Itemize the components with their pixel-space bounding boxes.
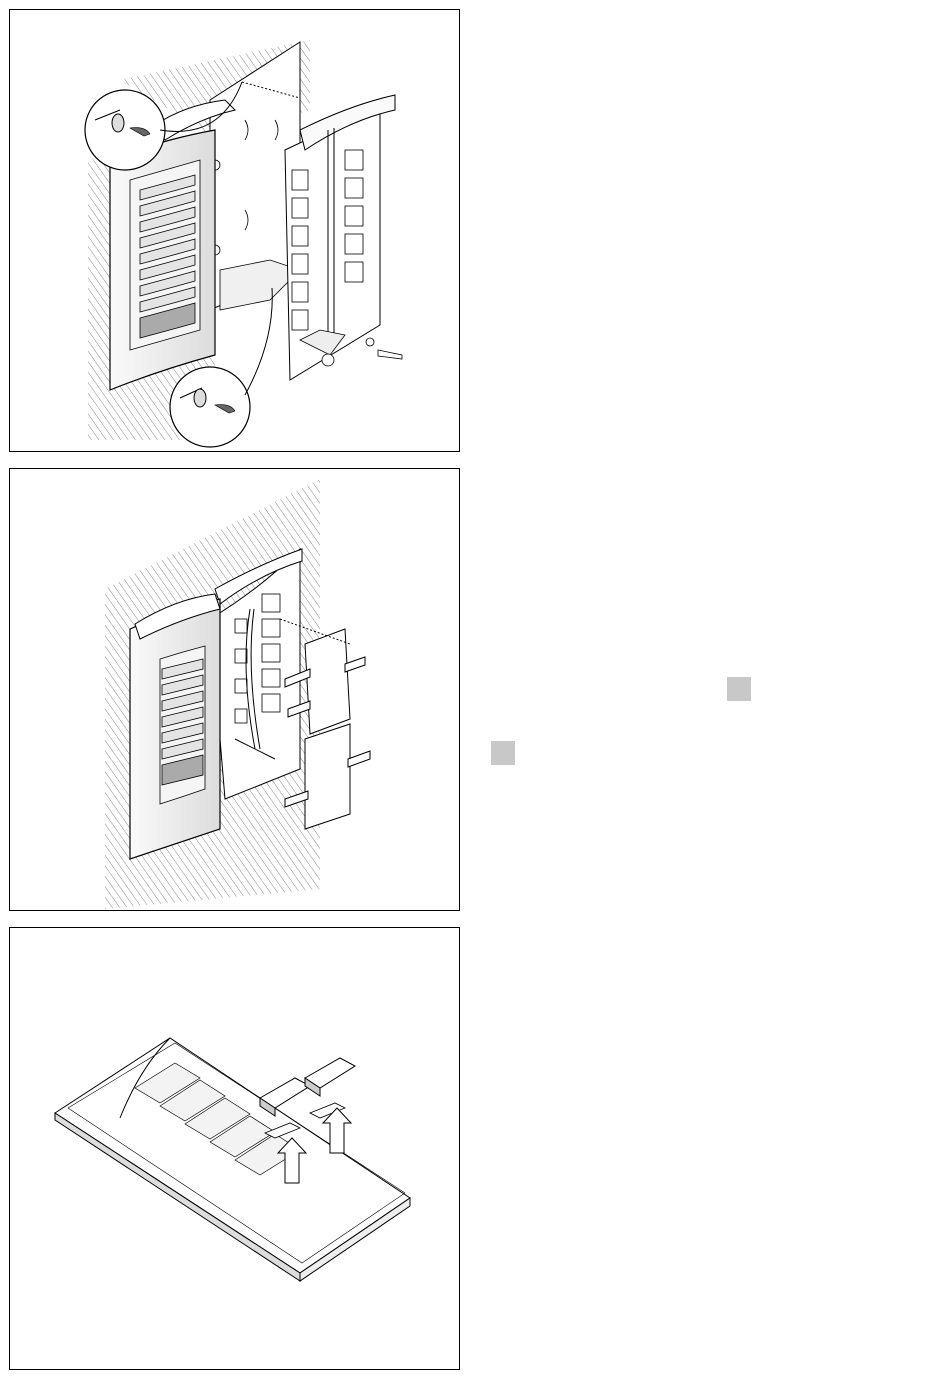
figure-3-panel (9, 927, 460, 1370)
figure-1-panel (9, 9, 460, 452)
figure-2-panel (9, 468, 460, 911)
cover-tray (55, 1038, 410, 1281)
screw (366, 338, 402, 359)
figure-2-illustration (10, 469, 460, 911)
figure-3-illustration (10, 928, 460, 1370)
placeholder-marker (727, 677, 751, 701)
placeholder-marker (491, 741, 515, 765)
figure-1-illustration (10, 10, 460, 452)
